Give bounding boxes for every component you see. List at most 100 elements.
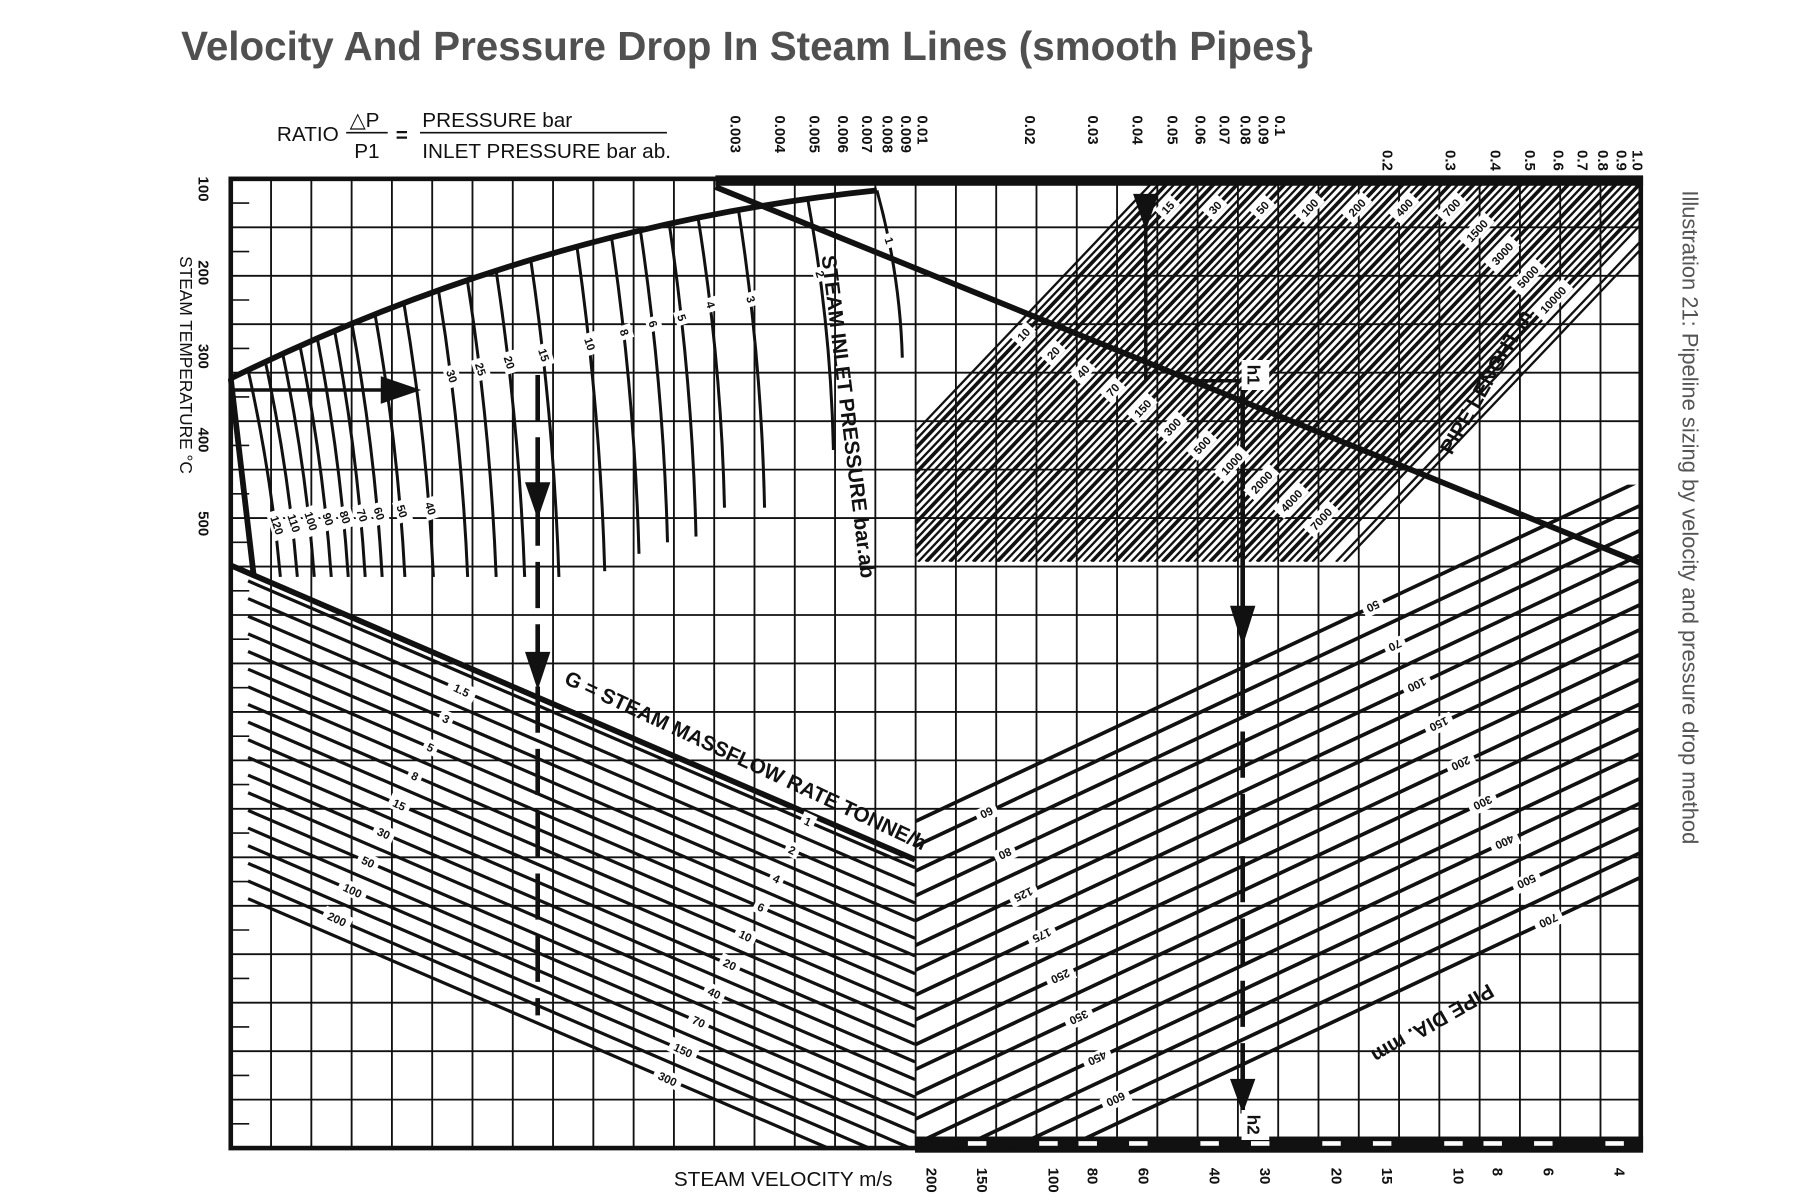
- massflow-label-bg: [751, 896, 771, 917]
- inlet-pressure-label: 1: [881, 236, 895, 246]
- pipe-dia-label-group: 350: [1062, 1004, 1096, 1031]
- inlet-pressure-curve: [333, 330, 367, 578]
- pipe-length-line: [1208, 184, 1571, 562]
- inlet-pressure-label-group: 80: [335, 504, 357, 530]
- inlet-pressure-label: 3: [743, 295, 756, 305]
- line-labels: 1234568101520253040506070809010011012010…: [265, 191, 1574, 1113]
- pipe-length-hatch-line: [1272, 184, 1633, 562]
- massflow-label: 3: [440, 713, 451, 727]
- massflow-label-group: 6: [751, 896, 771, 917]
- inlet-pressure-label: 30: [443, 369, 458, 385]
- inlet-pressure-label: 4: [703, 300, 717, 310]
- pipe-dia-label-bg: [1025, 923, 1059, 950]
- pipe-dia-label-bg: [1044, 963, 1078, 991]
- h1-label: h1: [1243, 365, 1263, 386]
- saturation-curve: [229, 187, 878, 382]
- pressure-ratio-tick: 0.8: [1594, 150, 1611, 171]
- ratio-denominator-left: P1: [354, 140, 379, 163]
- pipe-dia-label-group: 500: [1510, 868, 1544, 895]
- pipe-length-hatch-line: [1027, 184, 1389, 562]
- pipe-length-hatch-line: [1335, 239, 1641, 562]
- massflow-label-group: 40: [701, 981, 728, 1005]
- pipe-length-line: [914, 184, 1240, 527]
- massflow-line: [247, 755, 915, 1046]
- inlet-pressure-label-group: 20: [499, 349, 521, 376]
- inlet-pressure-label-bg: [318, 506, 340, 532]
- massflow-line: [247, 826, 915, 1117]
- massflow-label-bg: [436, 708, 456, 729]
- chart-title: Velocity And Pressure Drop In Steam Line…: [181, 23, 1313, 69]
- pipe-length-hatch-line: [914, 184, 1231, 518]
- pipe-length-label-bg: [1435, 191, 1467, 224]
- pipe-dia-label-bg: [1466, 790, 1500, 817]
- pressure-ratio-tick: 0.01: [913, 115, 930, 144]
- pipe-dia-label-group: 250: [1044, 963, 1078, 991]
- inlet-pressure-label-bg: [615, 323, 635, 342]
- inlet-pressure-label-group: 8: [615, 323, 635, 342]
- pipe-length-line: [1303, 205, 1641, 562]
- pressure-ratio-tick: 0.003: [726, 115, 743, 153]
- pipe-dia-label-group: 125: [1007, 882, 1041, 909]
- pipe-dia-line: [914, 553, 1641, 898]
- velocity-tick: 8: [1489, 1168, 1506, 1176]
- inlet-pressure-label-group: 2: [811, 264, 830, 284]
- inlet-pressure-curve: [373, 314, 407, 578]
- pipe-length-line: [1042, 184, 1406, 562]
- inlet-pressure-line: [714, 184, 1642, 566]
- inlet-pressure-label-group: 1: [880, 231, 900, 250]
- temperature-tick: 500: [194, 511, 211, 536]
- massflow-line: [247, 614, 915, 905]
- massflow-line: [247, 773, 915, 1064]
- inlet-pressure-curve: [529, 259, 561, 577]
- inlet-pressure-label-bg: [742, 289, 761, 309]
- massflow-label-bg: [651, 1065, 685, 1092]
- inlet-pressure-label-bg: [335, 504, 357, 530]
- pipe-dia-line: [914, 776, 1641, 1121]
- inlet-pressure-title: STEAM INLET PRESSURE bar.ab: [817, 254, 879, 580]
- pipe-dia-title: PIPE DIA. mm: [1367, 979, 1497, 1068]
- massflow-line: [247, 650, 915, 940]
- ratio-denominator-right: INLET PRESSURE bar ab.: [422, 140, 671, 163]
- inlet-pressure-label-bg: [299, 504, 324, 538]
- pipe-length-hatch-line: [933, 184, 1294, 562]
- pipe-length-label-bg: [1483, 234, 1521, 273]
- velocity-bar-dash: [1372, 1141, 1392, 1146]
- velocity-bar-dash: [1078, 1141, 1097, 1146]
- pipe-length-line: [924, 184, 1287, 562]
- pressure-ratio-tick: 1.0: [1629, 150, 1646, 171]
- pipe-length-label-bg: [1249, 194, 1276, 221]
- massflow-label-bg: [767, 868, 787, 889]
- inlet-pressure-label-bg: [282, 506, 307, 540]
- pressure-ratio-tick: 0.009: [897, 115, 914, 153]
- massflow-label: 50: [359, 855, 376, 871]
- pressure-ratio-tick: 0.02: [1021, 115, 1038, 144]
- illustration-caption: Illustration 21: Pipeline sizing by velo…: [1677, 190, 1702, 844]
- pipe-length-hatch-line: [914, 184, 1176, 459]
- pipe-length-label-bg: [1243, 463, 1280, 501]
- massflow-label-group: 300: [651, 1065, 685, 1092]
- massflow-label-bg: [355, 850, 382, 873]
- inlet-pressure-label-bg: [392, 498, 414, 524]
- massflow-label: 40: [705, 986, 722, 1002]
- inlet-pressure-curve: [667, 223, 698, 537]
- arrow-right-icon: [380, 376, 422, 404]
- pipe-length-hatch-line: [1311, 214, 1641, 562]
- massflow-label-group: 8: [405, 765, 425, 786]
- massflow-label: 1: [802, 816, 813, 830]
- inlet-pressure-label-bg: [470, 356, 492, 382]
- ratio-numerator-right: PRESSURE bar: [422, 109, 572, 132]
- inlet-pressure-label-group: 50: [392, 498, 414, 524]
- inlet-pressure-curve: [638, 230, 669, 543]
- inlet-pressure-curve: [281, 353, 316, 578]
- pipe-length-line: [1279, 184, 1641, 562]
- pipe-length-label-bg: [1388, 191, 1420, 224]
- massflow-label-group: 10: [732, 924, 759, 947]
- massflow-label-bg: [386, 792, 413, 816]
- arrow-down-icon: [1230, 605, 1256, 647]
- inlet-pressure-curve: [263, 361, 299, 578]
- inlet-pressure-label-group: 10: [579, 331, 601, 357]
- pipe-length-line: [1137, 184, 1500, 562]
- inlet-pressure-label-group: 5: [673, 308, 692, 327]
- pipe-length-hatch-line: [1287, 189, 1641, 562]
